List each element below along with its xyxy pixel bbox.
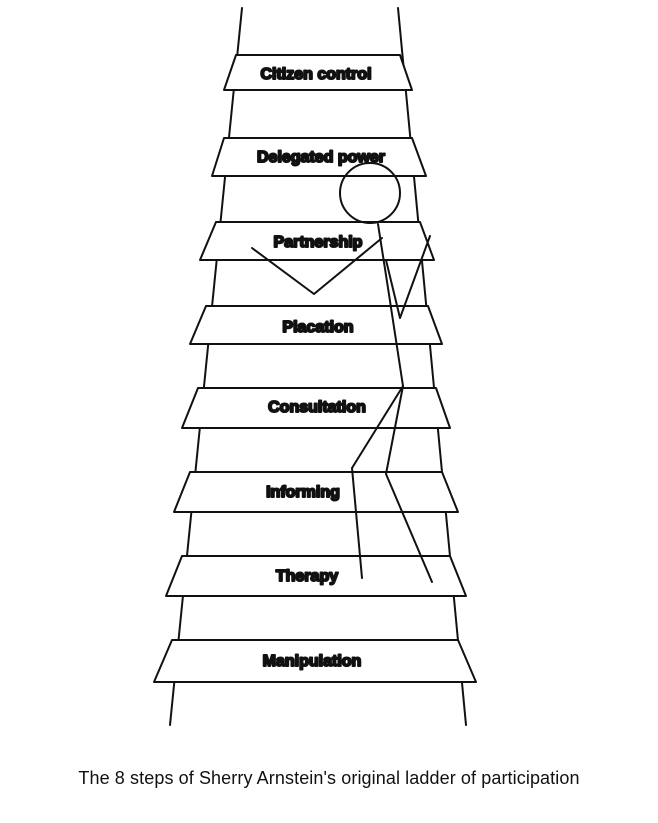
rung-label-manipulation: Manipulation <box>263 653 362 670</box>
stick-figure-right-leg <box>385 385 433 583</box>
stick-figure-left-leg <box>351 385 404 579</box>
ladder-rails <box>169 7 467 726</box>
rung-manipulation: Manipulation <box>153 639 477 683</box>
rung-placation: Placation <box>189 305 443 345</box>
stick-figure-right-arm <box>385 235 431 319</box>
rung-consultation: Consultation <box>181 387 451 429</box>
rung-citizen-control: Citizen control <box>223 54 413 91</box>
rung-label-partnership: Partnership <box>274 234 363 251</box>
rung-therapy: Therapy <box>165 555 467 597</box>
rung-label-consultation: Consultation <box>268 399 366 416</box>
stick-figure <box>251 162 433 583</box>
rung-label-citizen-control: Citizen control <box>260 66 371 83</box>
stick-figure-head <box>339 162 401 224</box>
stick-figure-body <box>377 223 404 387</box>
rung-label-placation: Placation <box>282 319 353 336</box>
stick-figure-left-arm <box>251 237 383 295</box>
rung-informing: Informing <box>173 471 459 513</box>
diagram-caption: The 8 steps of Sherry Arnstein's origina… <box>78 768 580 788</box>
rung-label-therapy: Therapy <box>276 568 338 585</box>
ladder-rungs: Citizen control Delegated power Partners… <box>153 54 477 683</box>
rung-delegated-power: Delegated power <box>211 137 427 177</box>
rung-label-informing: Informing <box>266 484 340 501</box>
rung-partnership: Partnership <box>199 221 435 261</box>
right-rail <box>397 7 467 726</box>
rung-label-delegated-power: Delegated power <box>257 149 385 166</box>
left-rail <box>169 7 243 726</box>
